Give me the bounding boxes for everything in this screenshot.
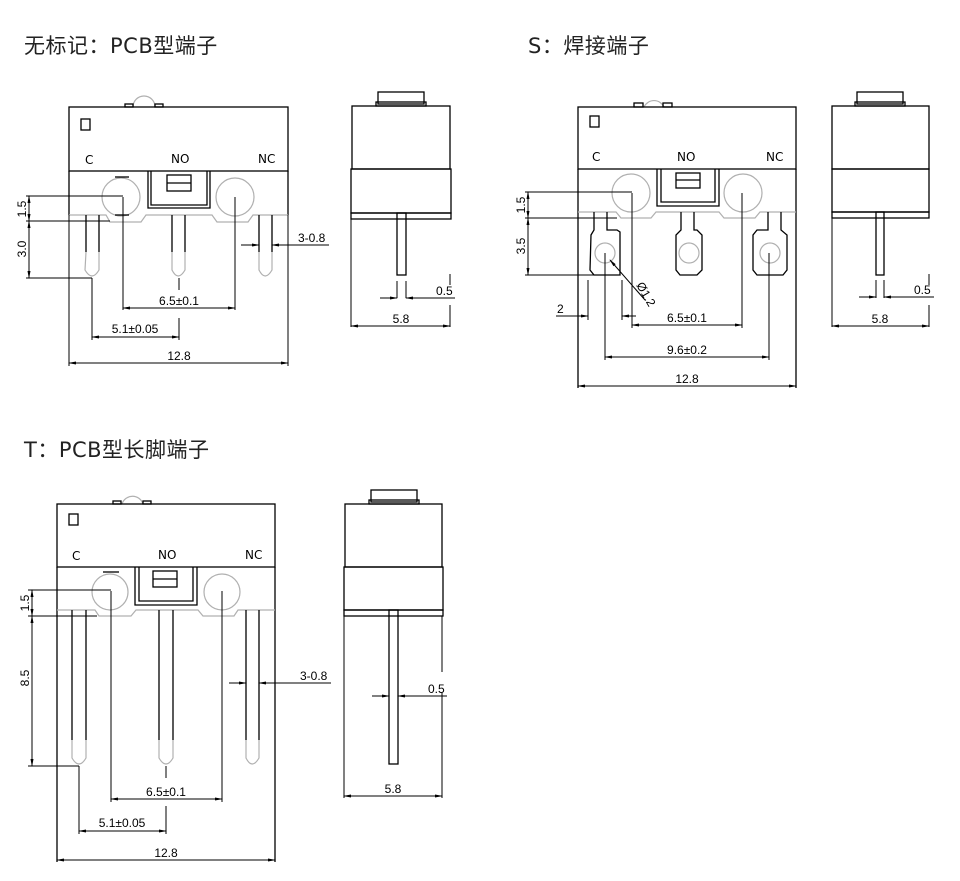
dim-pitch: 6.5±0.1 [146, 785, 186, 799]
dim-pitch: 6.5±0.1 [667, 311, 707, 325]
switch-body-upper [68, 106, 289, 172]
label-c: C [592, 150, 600, 164]
section-title-solder: S：焊接端子 [528, 34, 650, 58]
long-pcb-pins [71, 610, 260, 765]
long-pcb-front-view: C NO NC 1.5 8.5 6.5±0.1 5.1±0.05 12.8 [18, 495, 331, 862]
dim-pitch: 6.5±0.1 [159, 294, 199, 308]
dim-height-top: 1.5 [15, 200, 29, 217]
dim-side-pin-width: 0.5 [436, 284, 453, 298]
marker-square [80, 118, 91, 131]
dim-total-width: 12.8 [167, 349, 191, 363]
dim-total-width: 12.8 [154, 846, 178, 860]
dim-hole-diameter: Ø1.2 [633, 280, 658, 310]
pcb-front-view: C NO NC 1.5 3.0 6.5±0.1 5.1 [15, 95, 329, 366]
dim-offset: 5.1±0.05 [112, 322, 159, 336]
dim-lug-offset: 2 [557, 302, 564, 316]
label-no: NO [171, 152, 189, 166]
label-nc: NC [258, 152, 275, 166]
label-no: NO [158, 548, 176, 562]
label-c: C [85, 153, 93, 167]
dim-pin-length: 3.5 [514, 237, 528, 254]
label-nc: NC [245, 548, 262, 562]
dim-height-top: 1.5 [18, 594, 32, 611]
dim-total-width: 12.8 [675, 372, 699, 386]
dim-side-width: 5.8 [385, 782, 402, 796]
dim-pin-width: 3-0.8 [298, 231, 326, 245]
long-pcb-side-view: 0.5 5.8 [343, 489, 447, 798]
dim-side-width: 5.8 [393, 312, 410, 326]
dim-side-pin-width: 0.5 [914, 283, 931, 297]
pcb-side-view: 0.5 5.8 [350, 91, 455, 328]
dim-pin-width: 3-0.8 [300, 669, 328, 683]
dim-pin-length: 3.0 [15, 240, 29, 257]
solder-front-view: C NO NC 1.5 3.5 Ø1.2 2 6.5± [514, 99, 797, 388]
section-title-pcb: 无标记：PCB型端子 [24, 34, 218, 58]
actuator [132, 95, 156, 108]
label-nc: NC [766, 150, 783, 164]
dim-height-top: 1.5 [514, 196, 528, 213]
dim-side-pin-width: 0.5 [428, 682, 445, 696]
dim-offset: 5.1±0.05 [99, 816, 146, 830]
dim-pin-length: 8.5 [18, 669, 32, 686]
dim-side-width: 5.8 [872, 312, 889, 326]
label-no: NO [677, 150, 695, 164]
solder-lugs [589, 212, 788, 276]
dim-lug-pitch: 9.6±0.2 [667, 343, 707, 357]
section-title-long-pcb: T：PCB型长脚端子 [24, 438, 210, 462]
solder-side-view: 0.5 5.8 [831, 91, 934, 328]
label-c: C [72, 549, 80, 563]
